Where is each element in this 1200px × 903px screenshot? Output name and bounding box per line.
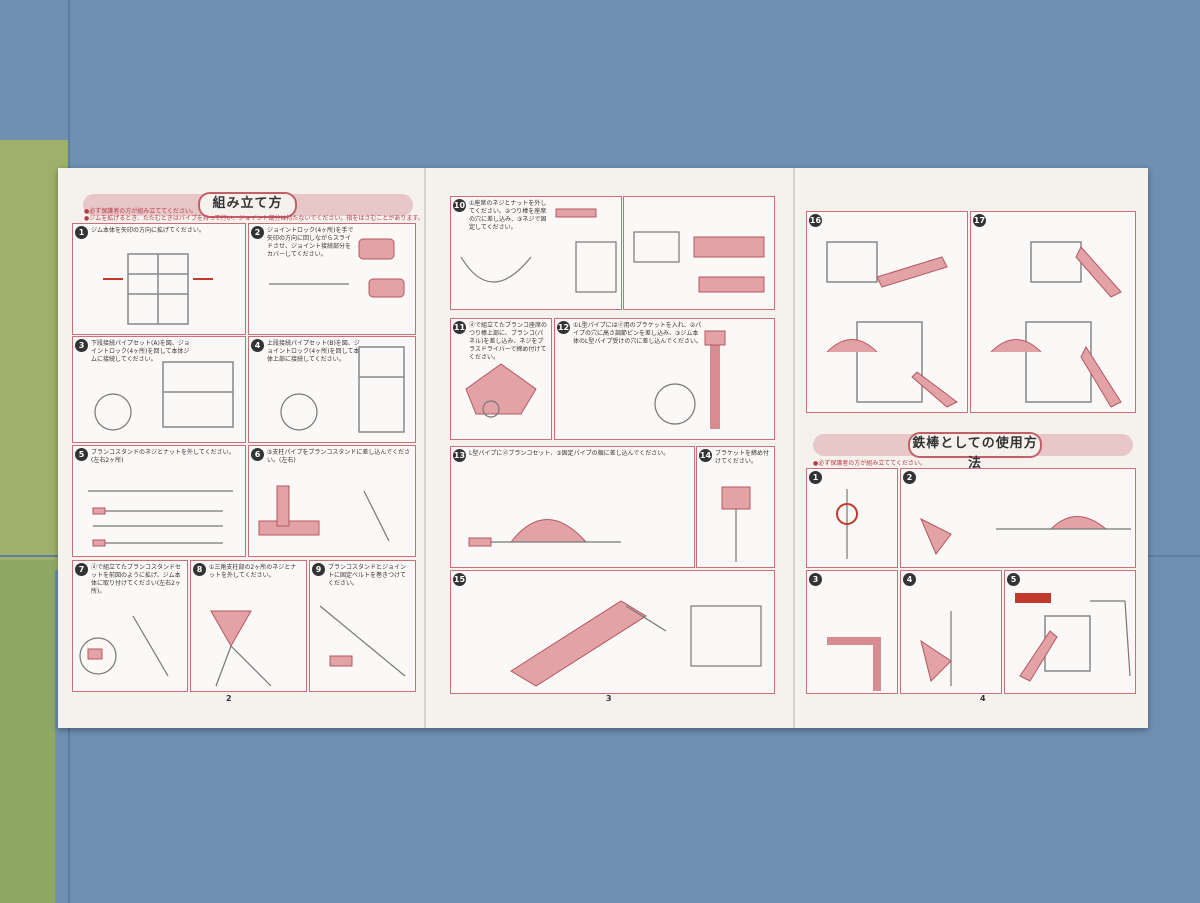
step-panel-7: 7 ⓓで組立てたブランコスタンドセットを前図のように拡げ、ジム本体に取り付けてく…: [72, 560, 188, 692]
safety-belt-panel: [623, 196, 775, 310]
l-pipe-illustration: [555, 319, 774, 439]
step-panel-2: 2 ジョイントロック(4ヶ所)を手で矢印の方向に回しながらスライドさせ、ジョイン…: [248, 223, 416, 335]
bar-step-3: 3: [806, 570, 898, 694]
safety-belt-illustration: [624, 197, 774, 309]
fold-line-2: [793, 168, 795, 728]
bar-complete-illustration: [1005, 571, 1135, 693]
bracket-illustration: [697, 447, 774, 567]
warning-line-2: ●ジムを拡げるとき、たたむときはパイプを持って行い、ジョイント部分は持たないでく…: [84, 213, 424, 222]
bar-usage-title: 鉄棒としての使用方法: [908, 432, 1042, 458]
step-panel-1: 1 ジム本体を矢印の方向に拡げてください。: [72, 223, 246, 335]
support-pipe-illustration: [249, 446, 415, 556]
page-number-4: 4: [980, 694, 986, 703]
step-panel-12: 12 ①L型パイプにはⓔ用のブラケットを入れ、②パイプの穴に高さ調節ピンを差し込…: [554, 318, 775, 440]
triangle-support-illustration: [191, 561, 306, 691]
step-panel-4: 4 上段接続パイプセット(B)を図、ジョイントロック(4ヶ所)を回して本体上部に…: [248, 336, 416, 443]
swing-stand-set-illustration: [73, 561, 187, 691]
upper-pipe-illustration: [249, 337, 415, 442]
fold-line-1: [424, 168, 426, 728]
bar-step-1-illustration: [807, 469, 897, 567]
page-number-2: 2: [226, 694, 232, 703]
gentle-slope-illustration: [807, 212, 967, 412]
step-panel-8: 8 ①三角支柱部の2ヶ所のネジとナットを外してください。: [190, 560, 307, 692]
page-number-3: 3: [606, 694, 612, 703]
bar-step-5: 5: [1004, 570, 1136, 694]
belt-illustration: [310, 561, 415, 691]
step-panel-17: 17: [970, 211, 1136, 413]
steep-slope-illustration: [971, 212, 1135, 412]
swing-stand-illustration: [73, 446, 245, 556]
step-panel-14: 14 ブラケットを締め付けてください。: [696, 446, 775, 568]
step-panel-16: 16: [806, 211, 968, 413]
bar-step-1: 1: [806, 468, 898, 568]
step-panel-3: 3 下段接続パイプセット(A)を図、ジョイントロック(4ヶ所)を回して本体ジムに…: [72, 336, 246, 443]
bar-step-3-illustration: [807, 571, 897, 693]
instruction-sheet: 組み立て方 ●必ず保護者の方が組み立ててください。 ●ジムを拡げるとき、たたむと…: [58, 168, 1148, 728]
step-panel-6: 6 ⑤支柱パイプをブランコスタンドに差し込んでください。(左右): [248, 445, 416, 557]
floor-mat-green-lower: [0, 560, 55, 903]
step-panel-9: 9 ブランコスタンドとジョイントに固定ベルトを巻きつけてください。: [309, 560, 416, 692]
bar-step-4: 4: [900, 570, 1002, 694]
joint-lock-illustration: [249, 224, 415, 334]
warning-line-3: ●必ず保護者の方が組み立ててください。: [813, 458, 926, 467]
slide-illustration: [451, 571, 774, 693]
lower-pipe-illustration: [73, 337, 245, 442]
bar-step-2: 2: [900, 468, 1136, 568]
step-panel-5: 5 ブランコスタンドのネジとナットを外してください。(左右2ヶ所): [72, 445, 246, 557]
swing-set-illustration: [451, 447, 694, 567]
step-panel-11: 11 ⓓで組立てたブランコ座席のつり棒上部に、ブランコ(パネル)を差し込み、ネジ…: [450, 318, 552, 440]
step-panel-13: 13 L型パイプにⓓブランコセット、③固定パイプの順に差し込んでください。: [450, 446, 695, 568]
step-panel-10: 10 ①座席のネジとナットを外してください。②つり棒を座席の穴に差し込み、③ネジ…: [450, 196, 622, 310]
step-panel-15: 15: [450, 570, 775, 694]
bar-step-2-illustration: [901, 469, 1135, 567]
jungle-gym-illustration: [73, 224, 245, 334]
bar-step-4-illustration: [901, 571, 1001, 693]
seat-illustration: [451, 197, 621, 309]
swing-panel-illustration: [451, 319, 551, 439]
